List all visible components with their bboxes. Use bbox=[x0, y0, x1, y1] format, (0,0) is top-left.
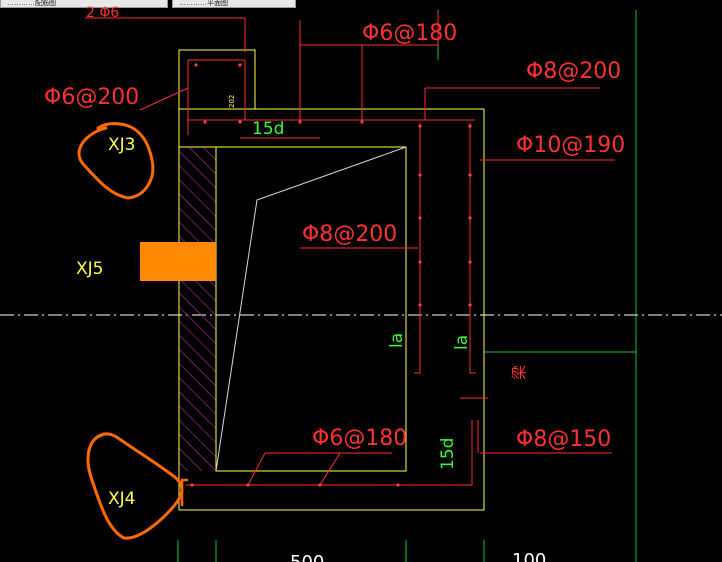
section-outline bbox=[178, 49, 485, 511]
grid-lines bbox=[177, 10, 637, 562]
dimension-label-500: 500 bbox=[290, 552, 324, 562]
rebar-label-phi6-200: Φ6@200 bbox=[44, 85, 139, 110]
rebar-label-phi8-200-mid: Φ8@200 bbox=[302, 222, 397, 247]
top-fragment-label: 2 Φ6 bbox=[86, 5, 119, 21]
anchor-label-15d-bottom: 15d bbox=[438, 438, 458, 470]
la-label-right: la bbox=[452, 335, 472, 350]
rebar-label-phi6-180-top: Φ6@180 bbox=[362, 21, 457, 46]
beam-label: 梁 bbox=[510, 365, 528, 380]
node-label-xj5: XJ5 bbox=[76, 259, 103, 279]
dimension-label-100: 100 bbox=[512, 550, 546, 562]
window-tab-bar: …………配筋图 …………平面图 bbox=[0, 0, 722, 9]
haunch-line bbox=[215, 146, 407, 472]
xj4-hook-mark bbox=[180, 478, 188, 506]
rebar-label-phi8-200-right: Φ8@200 bbox=[526, 59, 621, 84]
node-label-xj3: XJ3 bbox=[108, 135, 135, 155]
xj5-beam-block bbox=[140, 242, 216, 281]
tab-plan-drawing[interactable]: …………平面图 bbox=[172, 0, 296, 8]
rebar-label-phi8-150: Φ8@150 bbox=[516, 427, 611, 452]
la-label-left: la bbox=[387, 333, 407, 348]
rebar-label-phi6-180-bottom: Φ6@180 bbox=[312, 426, 407, 451]
xj4-markup-loop bbox=[86, 432, 184, 540]
xj3-markup-loop bbox=[77, 122, 155, 200]
rebar-label-phi10-190: Φ10@190 bbox=[516, 133, 625, 158]
tab-reinforcement-drawing[interactable]: …………配筋图 bbox=[0, 0, 168, 8]
dimension-small-202: 202 bbox=[228, 95, 236, 108]
rebar-dots bbox=[190, 63, 472, 487]
rebar-lines bbox=[85, 12, 615, 486]
wall-hatch bbox=[179, 147, 216, 471]
node-label-xj4: XJ4 bbox=[108, 489, 135, 509]
anchor-label-15d-top: 15d bbox=[252, 119, 284, 139]
